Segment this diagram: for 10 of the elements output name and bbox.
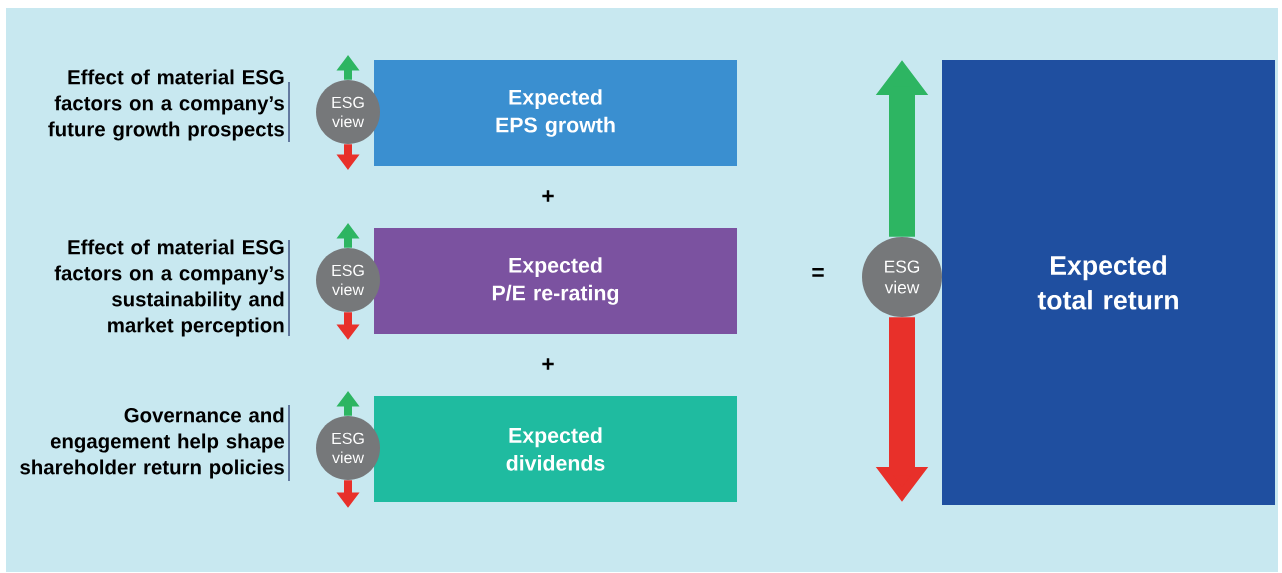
box: Expected P/E re-rating <box>374 228 737 334</box>
operator-sign: = <box>812 268 824 277</box>
box: Expected EPS growth <box>374 60 737 166</box>
operator-sign: + <box>542 190 554 202</box>
operator-sign: + <box>542 358 554 370</box>
description-text: Governance and engagement help shape shareholder return policies <box>20 407 285 479</box>
description-text: Effect of material ESG factors on a company’s sustainability and market perception <box>54 239 284 337</box>
box: Expected dividends <box>374 396 737 502</box>
description-text: Effect of material ESG factors on a company’s future growth prospects <box>48 69 284 141</box>
box: Expected total return <box>942 60 1275 505</box>
